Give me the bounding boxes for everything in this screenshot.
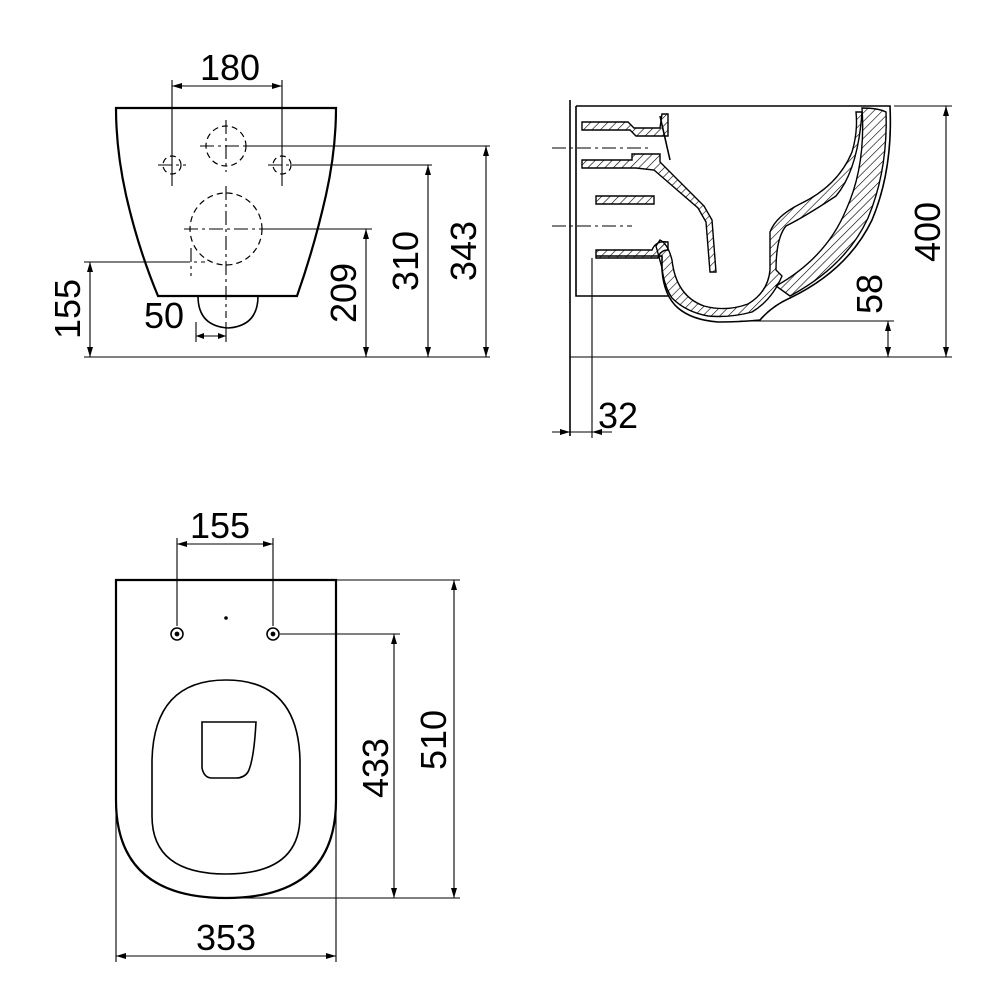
dim-label-353: 353 [196, 917, 256, 958]
dimension-58: 58 [740, 274, 894, 357]
dim-label-310: 310 [385, 231, 426, 291]
dimension-180: 180 [171, 47, 283, 186]
dim-label-155-top: 155 [190, 505, 250, 546]
top-flush-outlet [201, 721, 257, 779]
dim-label-58: 58 [849, 274, 890, 314]
side-body-outline [576, 105, 892, 323]
dim-label-155-front: 155 [47, 279, 88, 339]
dim-label-180: 180 [200, 47, 260, 88]
side-back-plate [575, 106, 668, 297]
top-fixing-hole-right [266, 627, 280, 641]
side-outlet-lower [595, 240, 669, 259]
side-bowl-section [655, 111, 863, 318]
top-view: 155 433 510 353 [114, 505, 460, 962]
dimension-155-top: 155 [176, 505, 274, 626]
dimension-400: 400 [570, 105, 952, 358]
top-bowl-opening [151, 679, 301, 875]
dim-label-50: 50 [144, 295, 184, 336]
dimension-310: 310 [292, 164, 432, 357]
dimension-433: 433 [226, 633, 400, 899]
dimension-353: 353 [115, 806, 337, 962]
top-body-outline [114, 578, 338, 900]
top-fixing-hole-left [170, 627, 184, 641]
top-center-mark [224, 616, 228, 620]
dimension-50: 50 [144, 295, 227, 342]
side-inlet-channel [581, 113, 669, 137]
front-outlet-pipe [197, 295, 259, 329]
dim-label-400: 400 [907, 202, 948, 262]
dim-label-209: 209 [323, 263, 364, 323]
dim-label-510: 510 [413, 710, 454, 770]
top-fixing-hole-left-inner [174, 631, 180, 637]
top-fixing-hole-right-inner [270, 631, 276, 637]
side-inlet-lower [581, 153, 717, 273]
side-outlet-channel [595, 195, 655, 205]
front-view: 180 155 50 209 [47, 47, 490, 358]
side-view: 400 58 32 [552, 100, 952, 438]
dim-label-343: 343 [443, 221, 484, 281]
dimension-32: 32 [552, 258, 638, 438]
dimension-209: 209 [262, 228, 372, 357]
dim-label-433: 433 [355, 738, 396, 798]
dim-label-32: 32 [598, 395, 638, 436]
dimension-155-front: 155 [47, 261, 180, 357]
dimension-510: 510 [336, 579, 460, 899]
side-shell-section [774, 107, 887, 297]
dimension-343: 343 [246, 145, 490, 357]
